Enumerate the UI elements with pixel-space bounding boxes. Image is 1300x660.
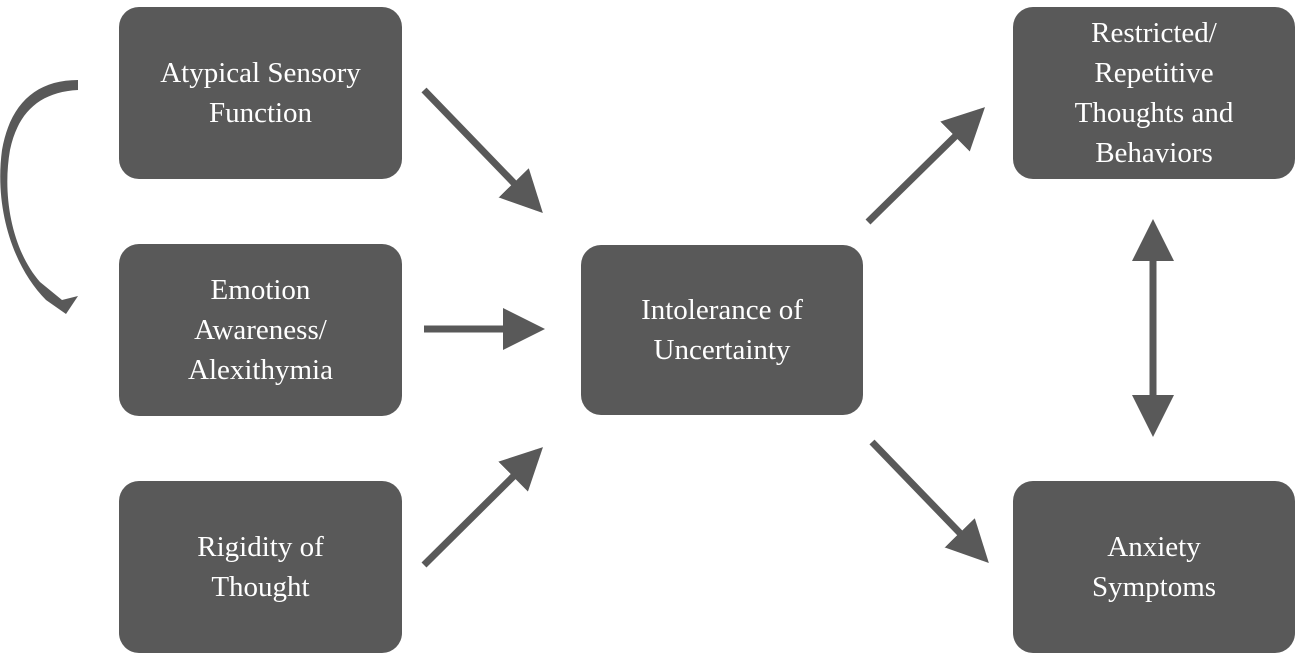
node-label: Restricted/ Repetitive Thoughts and Beha…: [1074, 17, 1234, 169]
curved-arrow-sensory-to-emotion: [0, 80, 78, 314]
node-label: Rigidity of Thought: [197, 531, 324, 603]
arrow-iu-to-rrb: [865, 107, 985, 225]
node-label: Anxiety Symptoms: [1091, 531, 1217, 603]
node-label: Atypical Sensory Function: [160, 57, 361, 129]
node-restricted-repetitive-thoughts-behaviors: Restricted/ Repetitive Thoughts and Beha…: [1013, 7, 1295, 179]
node-label: Intolerance of Uncertainty: [641, 294, 803, 366]
arrow-iu-to-anxiety: [869, 439, 989, 564]
node-intolerance-of-uncertainty: Intolerance of Uncertainty: [581, 245, 863, 415]
arrow-sensory-to-iu: [421, 87, 543, 214]
node-label: Emotion Awareness/ Alexithymia: [188, 274, 333, 386]
node-atypical-sensory-function: Atypical Sensory Function: [119, 7, 402, 179]
node-rigidity-of-thought: Rigidity of Thought: [119, 481, 402, 653]
node-anxiety-symptoms: Anxiety Symptoms: [1013, 481, 1295, 653]
node-emotion-awareness-alexithymia: Emotion Awareness/ Alexithymia: [119, 244, 402, 416]
arrow-rigidity-to-iu: [421, 447, 543, 568]
